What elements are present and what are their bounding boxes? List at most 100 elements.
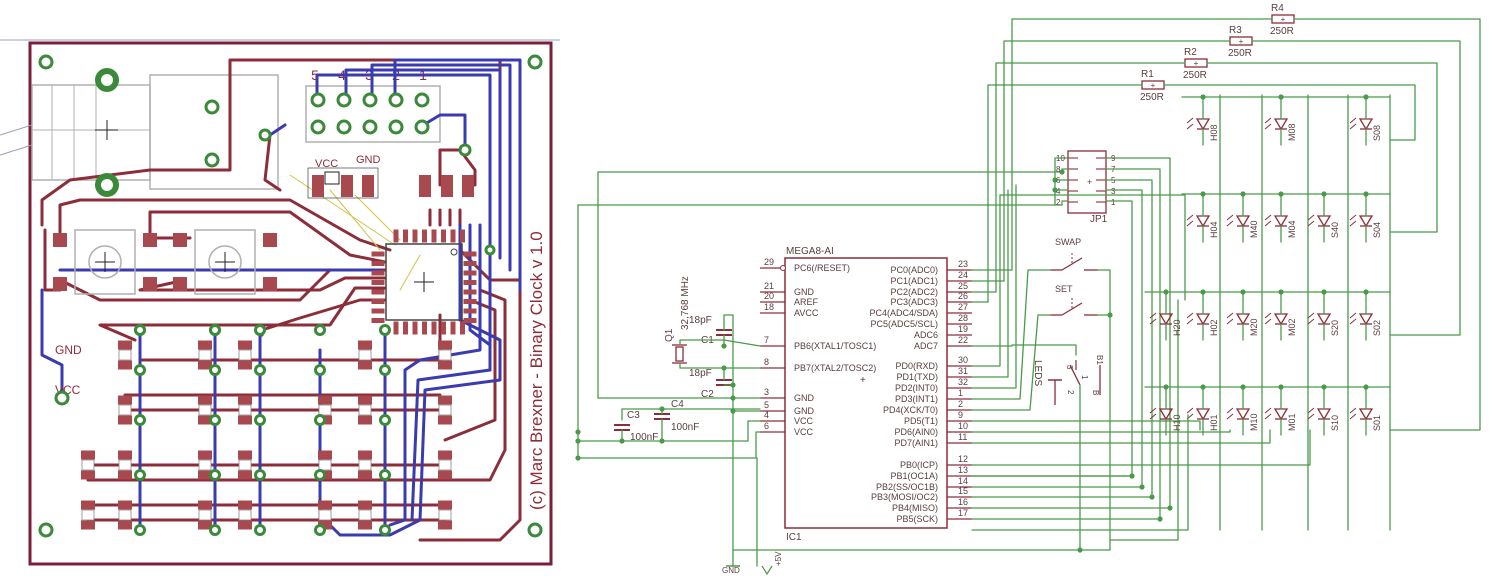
net-junction [659,406,665,412]
ic-ref: IC1 [786,532,802,543]
net-junction [1107,312,1113,318]
trace-top [263,133,282,192]
via [379,364,391,376]
ic-right-pin-num: 10 [958,421,968,431]
net-junction [1200,94,1206,100]
pcb-gnd-label: GND [356,154,381,166]
led-ray [1186,220,1194,227]
resistor-ref: R2 [1184,47,1197,58]
smd-pad [463,280,477,285]
net-junction [1363,289,1369,295]
ic-right-pin-name: ADC7 [914,341,938,351]
ic-right-pin-name: PB1(OC1A) [890,471,938,481]
smd-pad [143,277,157,291]
led-ray [1264,117,1272,124]
trace-top [58,268,387,302]
smd-pad [403,229,408,243]
crystal-ref: Q1 [664,328,675,342]
smd-pad [463,251,477,257]
smd-pad [371,289,385,295]
led-body [318,459,332,471]
ic-right-pin-num: 19 [958,324,968,334]
smd-pad [358,450,372,460]
trace-top [458,148,477,187]
led-mark: + [361,351,369,362]
led-ray [1226,413,1234,420]
smd-pad [463,261,477,266]
smd-pad [238,470,252,480]
via [209,364,221,376]
led-label: M08 [1287,123,1297,141]
led-mark: + [241,461,249,472]
smd-pad [371,270,385,276]
trace-bottom [344,68,502,260]
ic-right-pin-num: 28 [958,313,968,323]
led-body [198,349,212,361]
ic-left-pin-num: 4 [764,410,769,420]
ic-right-pin-name: PD1(TXD) [896,372,938,382]
led-mark: + [121,351,129,362]
net-junction [1157,516,1163,522]
jp1-ref: JP1 [1090,214,1108,225]
smd-pad [358,415,372,425]
ic-right-pin-name: PD6(AIN0) [894,427,938,437]
led-body [438,509,452,521]
ratsnest-line [354,194,401,241]
led-ray [1264,318,1272,325]
smd-pad [118,340,132,350]
smd-pad [318,395,332,405]
led-ray [1186,318,1194,325]
led-label: S04 [1372,222,1382,238]
led-label: M04 [1287,220,1297,238]
trace-top [418,288,522,542]
smd-pad [450,229,456,243]
net-wire [679,339,761,347]
ic-right-pin-name: PC2(ADC2) [890,287,938,297]
net-junction [1059,169,1065,175]
jack-detail [51,84,75,181]
ic-title: MEGA8-AI [786,246,834,257]
via [314,469,326,481]
ic-body [784,257,948,529]
via [379,324,391,336]
led-ray [1307,318,1315,325]
led-ray [1349,312,1357,319]
leds-switch-pin: B [1091,390,1100,395]
power-via [54,390,70,406]
led-mark: + [241,511,249,522]
smd-pad [118,395,132,405]
smd-pad [463,318,477,323]
smd-pad [318,520,332,530]
crystal-value: 32,768 MHz [680,276,691,330]
led-mark: + [84,511,92,522]
smd-pad [53,277,67,291]
ic-right-pin-name: PD0(RXD) [895,361,938,371]
pushbutton-cap [88,245,122,279]
led-ray [1186,214,1194,221]
jp1-origin: + [1087,177,1092,187]
smd-pad [81,520,95,530]
ic-origin: + [860,375,866,386]
ic-left-pin-num: 5 [764,400,769,410]
via [336,92,352,108]
ic-right-pin-num: 25 [958,281,968,291]
led-ray [1349,117,1357,124]
net-junction [1363,94,1369,100]
smd-pad [362,175,374,197]
led-triangle [1235,313,1251,326]
ic-right-pin-name: PC4(ADC4/SDA) [869,308,938,318]
led-label: M10 [1249,413,1259,431]
net-junction [1163,384,1169,390]
trace-bottom [268,123,287,137]
via [134,414,146,426]
board-outline [28,41,553,566]
ic-right-pin-num: 2 [958,399,963,409]
via [379,414,391,426]
c4-ref: C4 [671,399,684,410]
led-label: S20 [1330,320,1340,336]
led-ray [1307,214,1315,221]
led-body [438,459,452,471]
smd-pad [198,360,212,370]
smd-center [324,171,340,185]
power-jack-outline [149,74,279,190]
